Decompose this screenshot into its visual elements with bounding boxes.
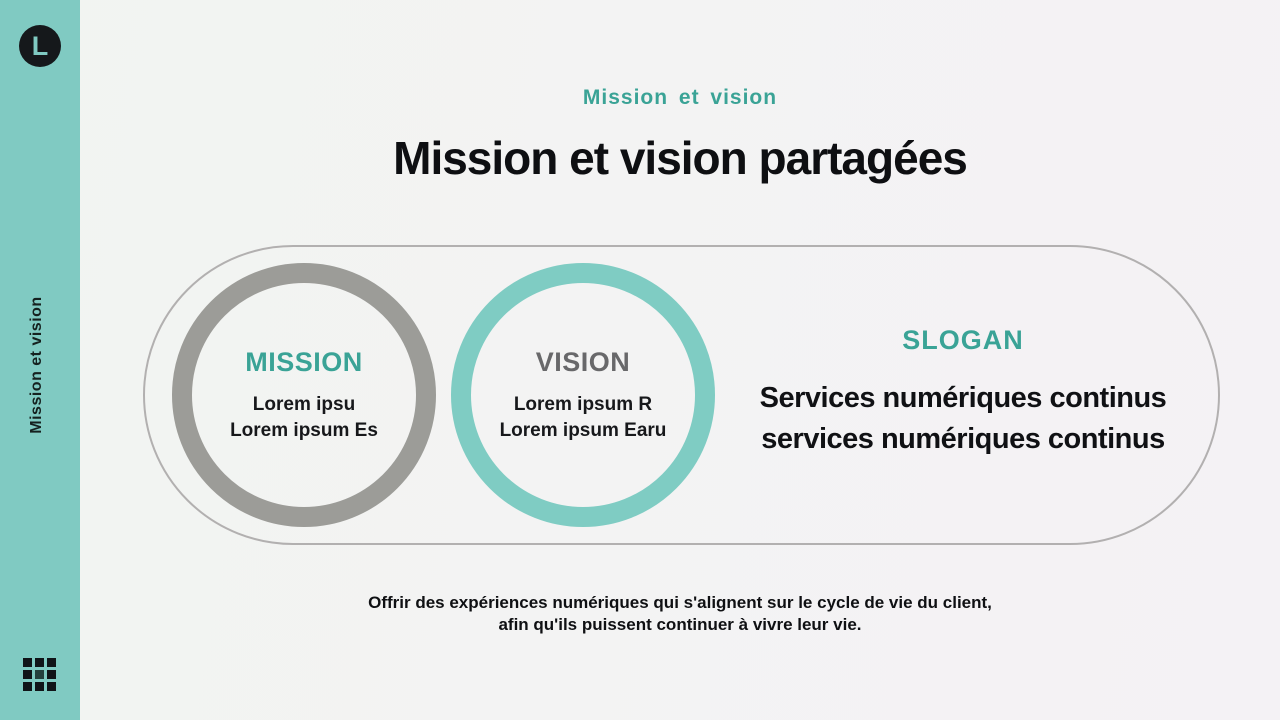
vision-circle: VISION Lorem ipsum R Lorem ipsum Earu: [451, 263, 715, 527]
vision-text: Lorem ipsum R Lorem ipsum Earu: [500, 392, 667, 444]
grid-dot: [23, 658, 32, 667]
sidebar-vertical-label: Mission et vision: [28, 296, 45, 434]
grid-dot: [47, 670, 56, 679]
vision-line-2: Lorem ipsum Earu: [499, 419, 667, 441]
slogan-line-2: services numériques continus: [761, 423, 1165, 455]
grid-dot: [47, 658, 56, 667]
slogan-block: SLOGAN Services numériques continus serv…: [713, 325, 1213, 460]
mission-circle: MISSION Lorem ipsu Lorem ipsum Es: [172, 263, 436, 527]
grid-dot: [23, 682, 32, 691]
slogan-line-1: Services numériques continus: [759, 382, 1167, 414]
slogan-text: Services numériques continus services nu…: [713, 378, 1213, 460]
slogan-heading: SLOGAN: [902, 325, 1024, 355]
footer-line-2: afin qu'ils puissent continuer à vivre l…: [498, 614, 862, 634]
footer-line-1: Offrir des expériences numériques qui s'…: [368, 593, 992, 612]
slide-kicker: Mission et vision: [582, 86, 778, 109]
sidebar: L Mission et vision: [0, 0, 80, 720]
mission-text: Lorem ipsu Lorem ipsum Es: [230, 392, 378, 444]
mission-line-1: Lorem ipsu: [252, 393, 356, 415]
grid-dot: [35, 658, 44, 667]
grid-dot: [35, 682, 44, 691]
grid-dot: [47, 682, 56, 691]
grid-dot: [35, 670, 44, 679]
mission-heading: MISSION: [245, 346, 363, 377]
grid-3x3-icon: [23, 658, 56, 691]
vision-heading: VISION: [535, 346, 631, 377]
vision-line-1: Lorem ipsum R: [513, 393, 653, 415]
grid-dot: [23, 670, 32, 679]
brand-logo: L: [19, 25, 61, 67]
logo-letter: L: [31, 30, 49, 61]
diagram-pill: [143, 245, 1220, 545]
footer-text: Offrir des expériences numériques qui s'…: [80, 592, 1280, 635]
page-title: Mission et vision partagées: [393, 132, 968, 184]
mission-line-2: Lorem ipsum Es: [230, 419, 378, 441]
